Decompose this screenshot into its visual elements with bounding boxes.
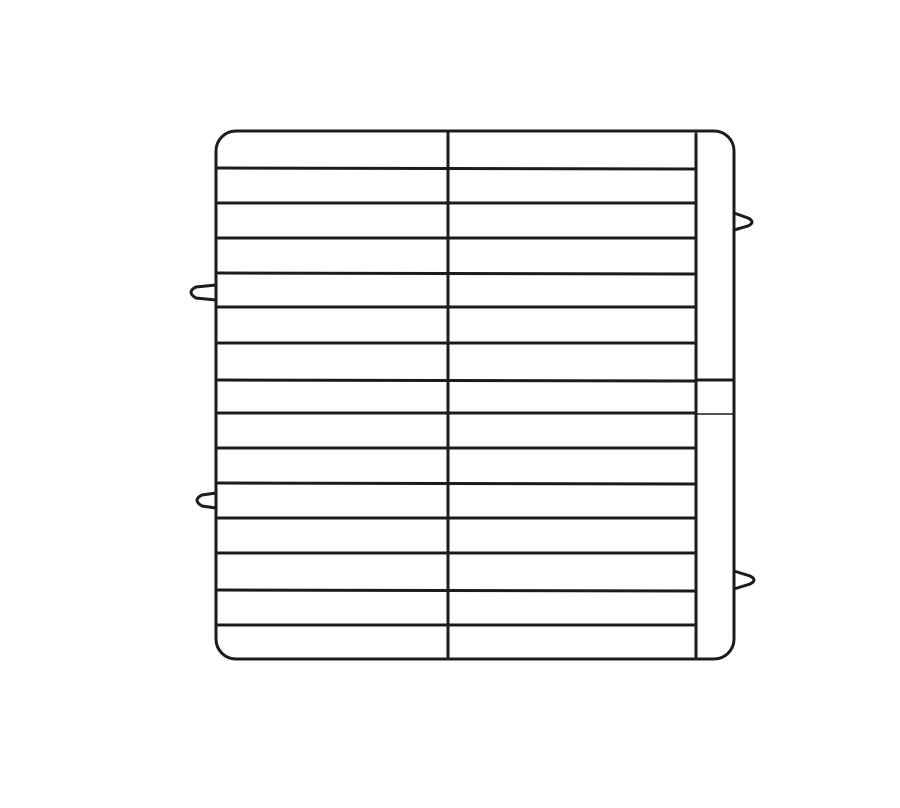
rack-bar — [216, 588, 698, 593]
hook-icon — [732, 569, 756, 591]
rack-bar — [216, 271, 698, 276]
rack-bar — [216, 166, 698, 171]
rack-frame — [214, 129, 736, 661]
rack-bar — [216, 481, 698, 486]
hook-icon — [732, 211, 754, 232]
hook-icon — [189, 283, 218, 302]
hook-icon — [195, 491, 218, 510]
rack-bar — [216, 378, 698, 383]
